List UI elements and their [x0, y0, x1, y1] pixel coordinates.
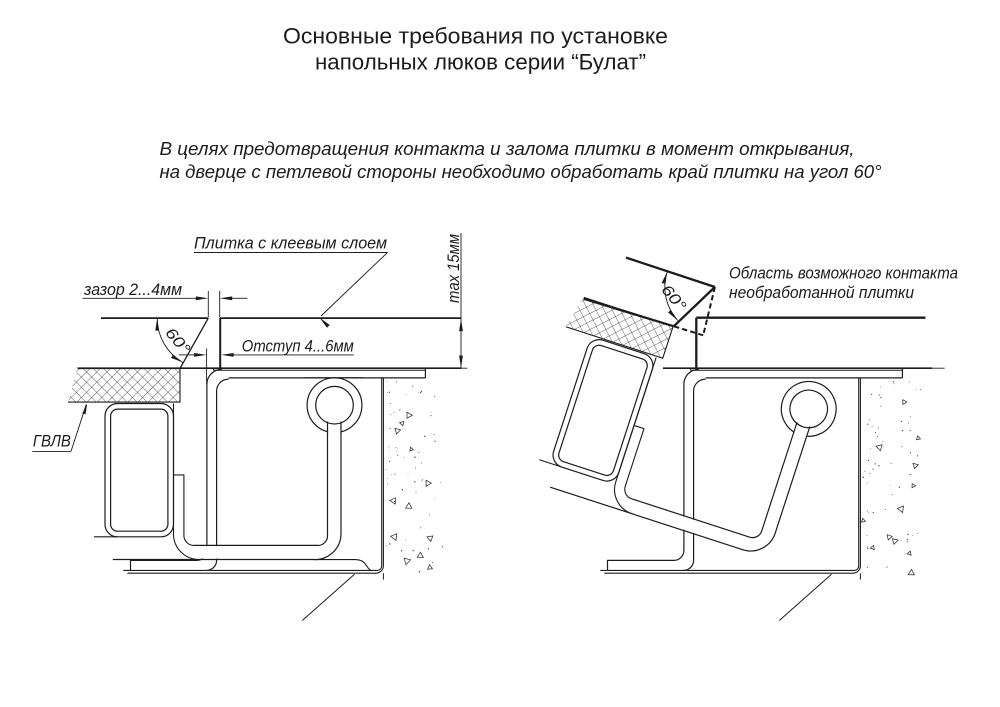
svg-text:Отступ 4...6мм: Отступ 4...6мм: [242, 338, 354, 356]
svg-text:Основные требования по установ: Основные требования по установке: [283, 24, 668, 49]
svg-text:max 15мм: max 15мм: [445, 234, 463, 303]
svg-text:ГВЛВ: ГВЛВ: [33, 433, 71, 451]
svg-text:Область возможного контакта: Область возможного контакта: [729, 263, 958, 282]
svg-text:Плитка с клеевым слоем: Плитка с клеевым слоем: [194, 234, 387, 253]
svg-text:зазор 2...4мм: зазор 2...4мм: [83, 281, 182, 299]
svg-text:необработанной плитки: необработанной плитки: [729, 283, 914, 302]
svg-text:на дверце с петлевой стороны н: на дверце с петлевой стороны необходимо …: [160, 162, 882, 182]
svg-text:В целях предотвращения контакт: В целях предотвращения контакта и залома…: [160, 139, 855, 159]
svg-text:напольных люков серии “Булат”: напольных люков серии “Булат”: [315, 50, 646, 75]
